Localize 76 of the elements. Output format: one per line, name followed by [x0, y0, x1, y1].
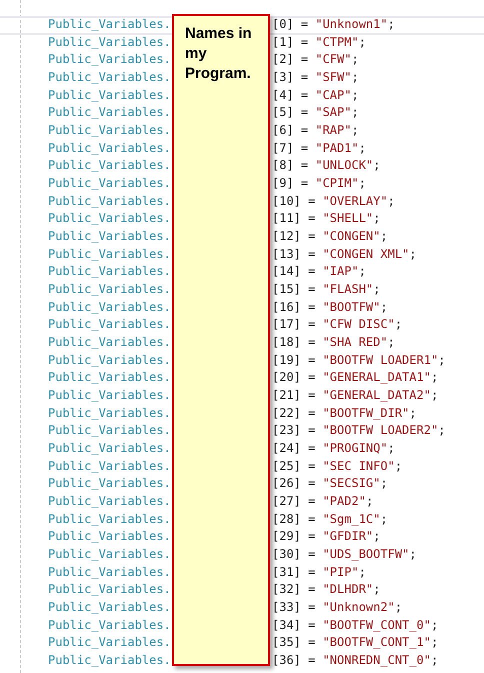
array-assignment: [22] = "BOOTFW_DIR"; [272, 404, 417, 421]
array-assignment: [19] = "BOOTFW LOADER1"; [272, 352, 446, 368]
code-text: Public_Variables. [48, 122, 171, 138]
array-assignment: [17] = "CFW DISC"; [272, 316, 402, 332]
code-text: Public_Variables. [48, 528, 171, 544]
array-assignment: [14] = "IAP"; [272, 263, 366, 280]
array-assignment: [15] = "FLASH"; [272, 281, 380, 298]
array-assignment: [18] = "SHA RED"; [272, 334, 395, 350]
code-text: Public_Variables. [48, 599, 171, 616]
code-text: Public_Variables. [48, 369, 171, 386]
code-text: Public_Variables. [48, 86, 171, 103]
array-assignment: [23] = "BOOTFW LOADER2"; [272, 422, 446, 438]
array-assignment: [26] = "SECSIG"; [272, 475, 388, 492]
array-assignment: [35] = "BOOTFW_CONT_1"; [272, 634, 438, 650]
code-text: Public_Variables. [48, 334, 171, 350]
array-assignment: [33] = "Unknown2"; [272, 599, 402, 616]
sticky-note [172, 14, 270, 666]
code-text: Public_Variables. [48, 157, 171, 174]
array-assignment: [36] = "NONREDN_CNT_0"; [272, 652, 438, 668]
code-text: Public_Variables. [48, 652, 171, 668]
array-assignment: [27] = "PAD2"; [272, 493, 374, 510]
array-assignment: [30] = "UDS_BOOTFW"; [272, 546, 417, 562]
array-assignment: [28] = "Sgm_1C"; [272, 510, 388, 527]
code-text: Public_Variables. [48, 281, 171, 298]
code-text: Public_Variables. [48, 634, 171, 650]
array-assignment: [21] = "GENERAL_DATA2"; [272, 387, 438, 404]
array-assignment: [13] = "CONGEN XML"; [272, 246, 417, 262]
code-text: Public_Variables. [48, 192, 171, 209]
code-text: Public_Variables. [48, 493, 171, 510]
array-assignment: [24] = "PROGINQ"; [272, 440, 395, 456]
code-text: Public_Variables. [48, 175, 171, 192]
code-text: Public_Variables. [48, 104, 171, 120]
array-assignment: [34] = "BOOTFW_CONT_0"; [272, 616, 438, 633]
code-text: Public_Variables. [48, 34, 171, 50]
array-assignment: [29] = "GFDIR"; [272, 528, 380, 544]
code-text: Public_Variables. [48, 458, 171, 474]
array-assignment: [11] = "SHELL"; [272, 210, 380, 226]
code-text: Public_Variables. [48, 246, 171, 262]
code-text: Public_Variables. [48, 298, 171, 315]
note-text: Names in my Program. [185, 24, 253, 84]
array-assignment: [2] = "CFW"; [272, 51, 359, 68]
array-assignment: [32] = "DLHDR"; [272, 581, 380, 598]
array-assignment: [12] = "CONGEN"; [272, 228, 388, 244]
code-text: Public_Variables. [48, 228, 171, 244]
array-assignment: [4] = "CAP"; [272, 86, 359, 103]
code-text: Public_Variables. [48, 475, 171, 492]
code-text: Public_Variables. [48, 69, 171, 85]
array-assignment: [5] = "SAP"; [272, 104, 359, 120]
array-assignment: [25] = "SEC INFO"; [272, 458, 402, 474]
code-text: Public_Variables. [48, 440, 171, 456]
array-assignment: [3] = "SFW"; [272, 69, 359, 85]
code-text: Public_Variables. [48, 564, 171, 580]
array-assignment: [1] = "CTPM"; [272, 34, 366, 50]
code-text: Public_Variables. [48, 263, 171, 280]
array-assignment: [6] = "RAP"; [272, 122, 359, 138]
code-text: Public_Variables. [48, 510, 171, 527]
code-text: Public_Variables. [48, 616, 171, 633]
code-text: Public_Variables. [48, 16, 171, 32]
code-text: Public_Variables. [48, 316, 171, 332]
array-assignment: [7] = "PAD1"; [272, 140, 366, 156]
array-assignment: [16] = "BOOTFW"; [272, 298, 388, 315]
array-assignment: [10] = "OVERLAY"; [272, 192, 395, 209]
array-assignment: [31] = "PIP"; [272, 564, 366, 580]
code-text: Public_Variables. [48, 581, 171, 598]
code-text: Public_Variables. [48, 404, 171, 421]
code-text: Public_Variables. [48, 51, 171, 68]
code-text: Public_Variables. [48, 422, 171, 438]
code-text: Public_Variables. [48, 352, 171, 368]
code-text: Public_Variables. [48, 210, 171, 226]
array-assignment: [0] = "Unknown1"; [272, 16, 395, 32]
code-text: Public_Variables. [48, 546, 171, 562]
code-text: Public_Variables. [48, 387, 171, 404]
code-text: Public_Variables. [48, 140, 171, 156]
array-assignment: [8] = "UNLOCK"; [272, 157, 380, 174]
array-assignment: [20] = "GENERAL_DATA1"; [272, 369, 438, 386]
array-assignment: [9] = "CPIM"; [272, 175, 366, 192]
